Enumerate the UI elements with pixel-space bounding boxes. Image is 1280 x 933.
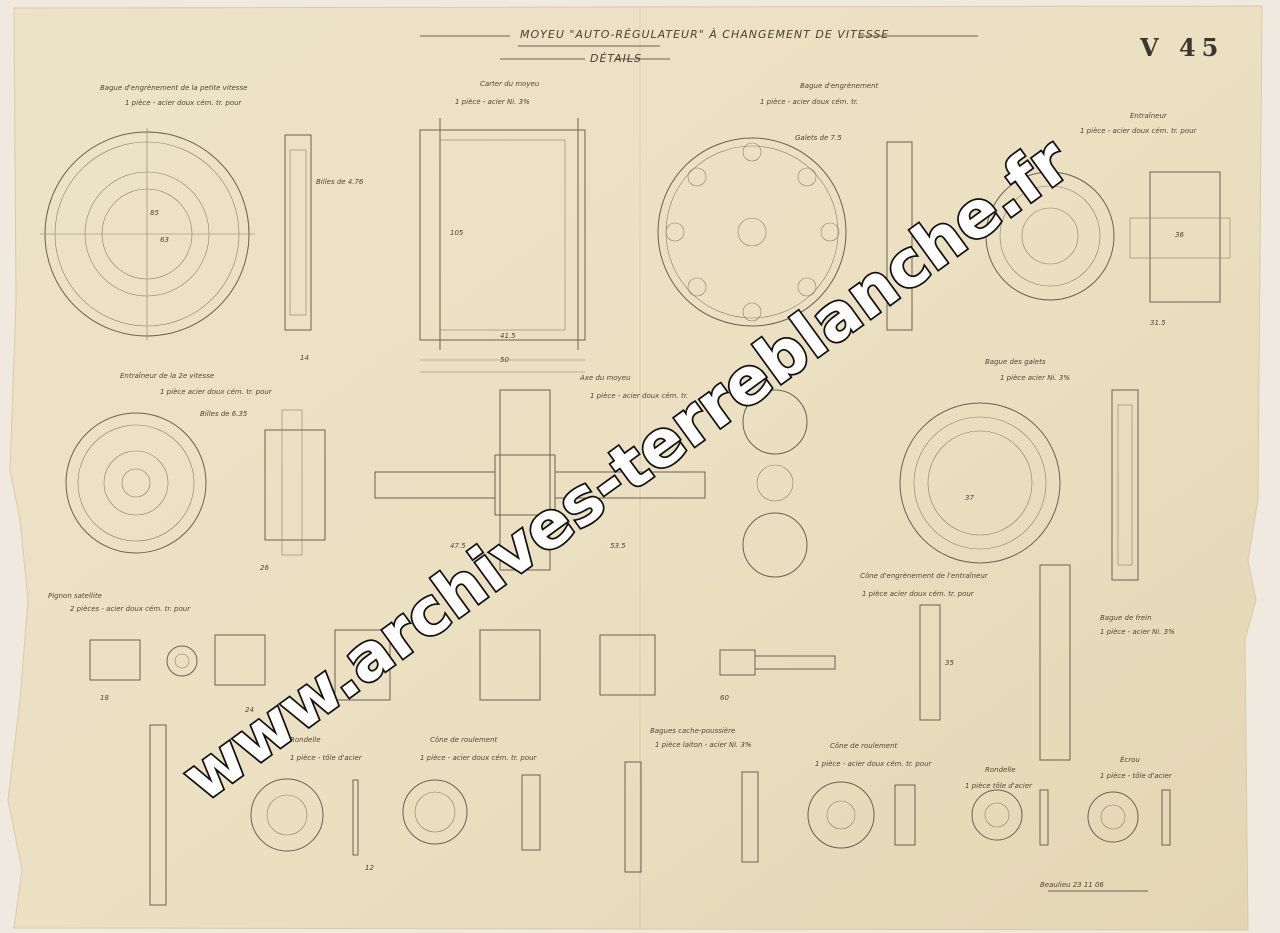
svg-text:Bague des galets: Bague des galets	[985, 358, 1046, 366]
svg-text:1 pièce acier doux cém. tr. po: 1 pièce acier doux cém. tr. pour	[160, 388, 273, 396]
part-drawing-axe	[374, 389, 808, 578]
svg-text:35: 35	[945, 659, 954, 667]
svg-text:Carter du moyeu: Carter du moyeu	[480, 80, 540, 88]
svg-text:1 pièce laiton - acier Ni. 3%: 1 pièce laiton - acier Ni. 3%	[655, 741, 752, 749]
svg-text:Axe du moyeu: Axe du moyeu	[579, 374, 631, 382]
svg-text:37: 37	[965, 494, 974, 502]
svg-text:Écrou: Écrou	[1120, 755, 1140, 764]
sheet-number: V 45	[1139, 33, 1224, 62]
svg-text:18: 18	[100, 694, 109, 702]
svg-text:31.5: 31.5	[1150, 319, 1166, 327]
svg-text:1 pièce acier Ni. 3%: 1 pièce acier Ni. 3%	[1000, 374, 1070, 382]
svg-text:Entraîneur: Entraîneur	[1130, 112, 1168, 120]
signature-date: Beaulieu 23 11 06	[1040, 881, 1104, 889]
svg-text:Cône de roulement: Cône de roulement	[430, 736, 498, 744]
part-drawing-bague-galets	[899, 389, 1139, 581]
svg-text:1 pièce tôle d'acier: 1 pièce tôle d'acier	[965, 782, 1033, 790]
svg-text:Galets de 7.5: Galets de 7.5	[795, 134, 842, 142]
svg-text:1 pièce - tôle d'acier: 1 pièce - tôle d'acier	[290, 754, 363, 762]
svg-text:Rondelle: Rondelle	[985, 766, 1016, 774]
svg-text:26: 26	[260, 564, 269, 572]
sheet-title: MOYEU "AUTO-RÉGULATEUR" À CHANGEMENT DE …	[520, 28, 889, 41]
svg-text:Bague d'engrènement de la peti: Bague d'engrènement de la petite vitesse	[100, 84, 247, 92]
svg-text:1 pièce - acier doux cém. tr.: 1 pièce - acier doux cém. tr.	[760, 98, 858, 106]
svg-text:12: 12	[365, 864, 374, 872]
svg-text:Bague de frein: Bague de frein	[1100, 614, 1152, 622]
svg-text:1 pièce - acier doux cém. tr.: 1 pièce - acier doux cém. tr. pour	[125, 99, 243, 107]
svg-text:2 pièces - acier doux cém. tr.: 2 pièces - acier doux cém. tr. pour	[70, 605, 191, 613]
svg-text:1 pièce - acier doux cém. tr.: 1 pièce - acier doux cém. tr. pour	[815, 760, 933, 768]
sheet-subtitle: DÉTAILS	[590, 52, 642, 65]
svg-text:1 pièce - acier doux cém. tr.: 1 pièce - acier doux cém. tr. pour	[420, 754, 538, 762]
svg-text:50: 50	[500, 356, 509, 364]
svg-text:60: 60	[720, 694, 729, 702]
part-drawing-entraineur	[985, 171, 1231, 303]
svg-text:1 pièce acier doux cém. tr. po: 1 pièce acier doux cém. tr. pour	[862, 590, 975, 598]
svg-text:53.5: 53.5	[610, 542, 626, 550]
part-drawing-pignons	[89, 564, 1071, 906]
part-drawing-entraineur-2e-vitesse	[65, 409, 326, 556]
svg-text:36: 36	[1175, 231, 1184, 239]
svg-text:Pignon satellite: Pignon satellite	[48, 592, 102, 600]
svg-text:1 pièce - acier Ni. 3%: 1 pièce - acier Ni. 3%	[1100, 628, 1175, 636]
svg-text:Cône d'engrènement de l'entraî: Cône d'engrènement de l'entraîneur	[860, 572, 989, 580]
svg-text:Billes de 4.76: Billes de 4.76	[316, 178, 364, 186]
part-drawing-rondelles	[250, 761, 1171, 873]
paper	[7, 5, 1263, 931]
part-drawing-bague-petite-vitesse	[40, 128, 312, 340]
svg-text:85: 85	[150, 209, 159, 217]
svg-text:Entraîneur de la 2e vitesse: Entraîneur de la 2e vitesse	[120, 372, 214, 380]
svg-text:Bague d'engrènement: Bague d'engrènement	[800, 82, 879, 90]
svg-text:1 pièce - acier doux cém. tr.: 1 pièce - acier doux cém. tr.	[590, 392, 688, 400]
svg-text:105: 105	[450, 229, 464, 237]
svg-text:Bagues cache-poussière: Bagues cache-poussière	[650, 727, 735, 735]
svg-text:1 pièce - tôle d'acier: 1 pièce - tôle d'acier	[1100, 772, 1173, 780]
dimension-labels: 63 85 105 50 41.5 36 37 53.5 47.5 26 14 …	[100, 209, 1184, 872]
svg-text:41.5: 41.5	[500, 332, 516, 340]
part-drawing-bague-engrenement	[657, 137, 913, 331]
svg-text:14: 14	[300, 354, 309, 362]
svg-text:Cône de roulement: Cône de roulement	[830, 742, 898, 750]
svg-text:1 pièce - acier doux cém. tr.: 1 pièce - acier doux cém. tr. pour	[1080, 127, 1198, 135]
svg-text:63: 63	[160, 236, 169, 244]
svg-text:24: 24	[245, 706, 254, 714]
svg-text:1 pièce - acier Ni. 3%: 1 pièce - acier Ni. 3%	[455, 98, 530, 106]
svg-text:Billes de 6.35: Billes de 6.35	[200, 410, 248, 418]
part-labels: Bague d'engrènement de la petite vitesse…	[48, 80, 1198, 790]
svg-text:47.5: 47.5	[450, 542, 466, 550]
part-drawing-carter	[419, 118, 586, 373]
svg-text:Rondelle: Rondelle	[290, 736, 321, 744]
